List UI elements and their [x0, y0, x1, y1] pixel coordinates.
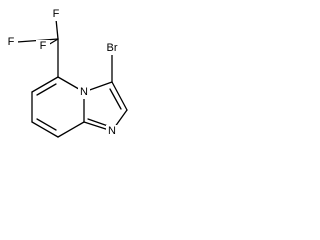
- atom-f-mid: F: [36, 40, 50, 53]
- atom-n-bridge: N: [78, 86, 90, 99]
- bond-n1-c8a-double: [87, 118, 109, 127]
- atom-f-top: F: [49, 8, 63, 21]
- bond-c7-c8: [31, 121, 59, 138]
- bond-c8-c8a: [57, 121, 85, 138]
- bond-c7-c8-double: [36, 118, 57, 131]
- atom-label-f-left: F: [8, 36, 15, 48]
- atom-label-br: Br: [107, 42, 118, 54]
- atom-label-n-bridge: N: [80, 86, 88, 98]
- atom-label-f-mid: F: [40, 40, 47, 52]
- bond-c5-c6-double: [36, 83, 57, 96]
- atom-f-left: F: [4, 36, 18, 49]
- atom-label-n-imidazole: N: [108, 125, 116, 137]
- bond-c-f-top: [55, 18, 59, 40]
- atom-n-imidazole: N: [106, 125, 118, 138]
- bond-c3-c2: [111, 81, 128, 111]
- atom-br: Br: [100, 41, 124, 55]
- bond-c5-c6: [31, 76, 59, 93]
- atom-label-f-top: F: [53, 8, 60, 20]
- bond-c3-c2-double: [109, 88, 122, 110]
- molecule-structure: F F F Br N N: [4, 8, 128, 138]
